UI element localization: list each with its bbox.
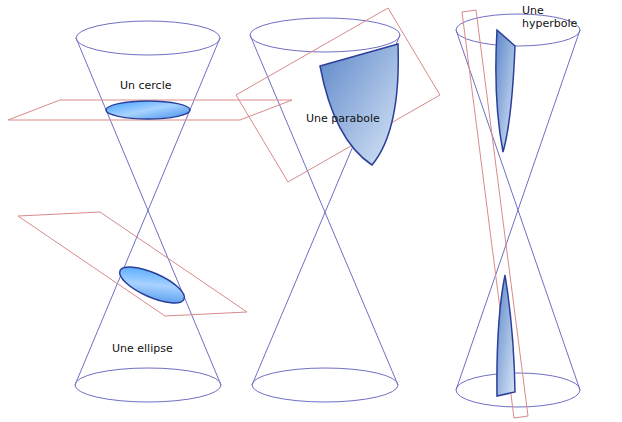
section-label: Une ellipse: [112, 342, 173, 355]
section-label: Un cercle: [120, 79, 172, 92]
section-label: Une hyperbole: [522, 4, 582, 30]
section-label: Une parabole: [306, 112, 380, 125]
